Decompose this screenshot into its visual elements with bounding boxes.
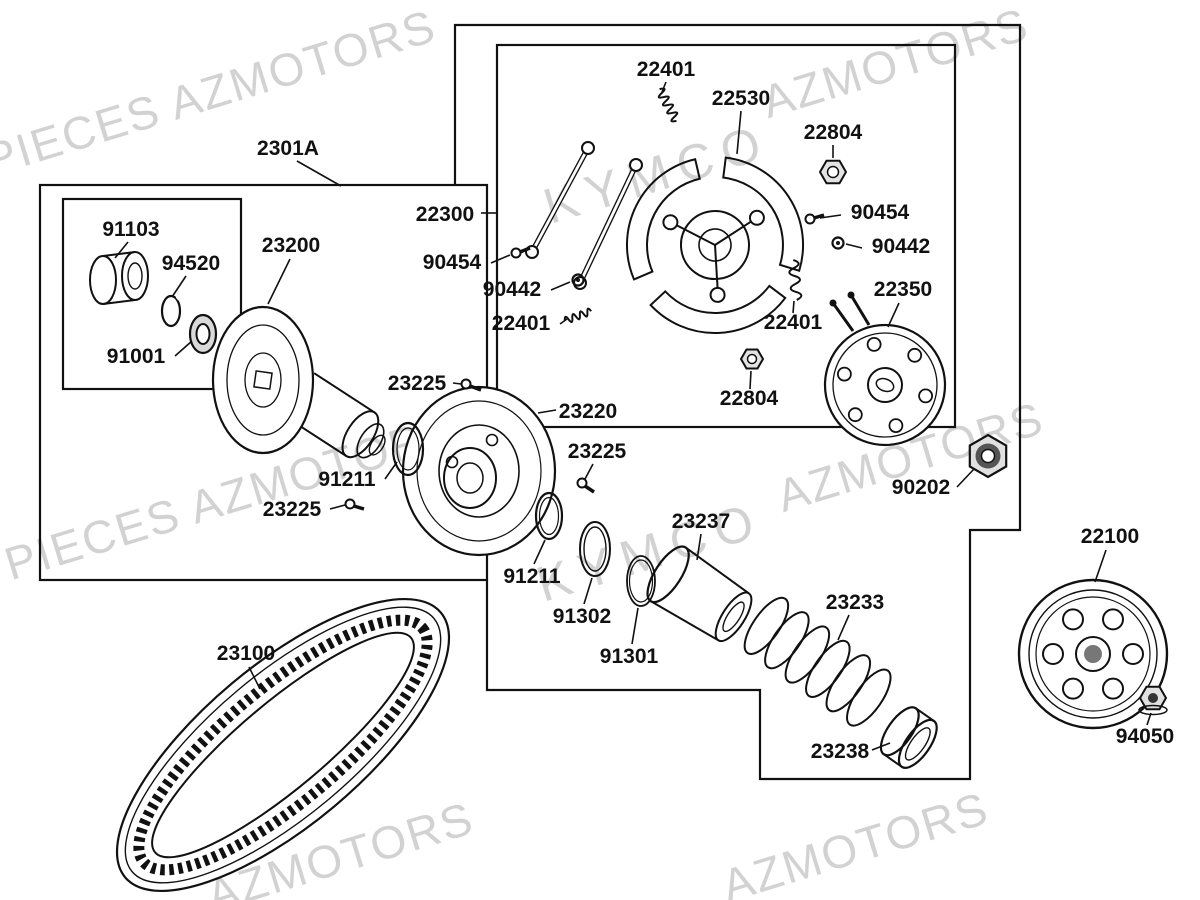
hex-nut-drawing — [818, 159, 848, 185]
part-labels: 2301A 22401 22530 22804 90454 90442 2230… — [102, 58, 1174, 763]
spring-drawing — [563, 307, 592, 324]
part-label-90454: 90454 — [423, 251, 482, 274]
watermark-text: AZMOTORS — [201, 792, 480, 900]
needle-bearing-drawing — [89, 251, 149, 305]
part-label-94520: 94520 — [162, 252, 220, 275]
part-label-91211: 91211 — [318, 468, 376, 491]
pin-bolt-drawing — [576, 477, 595, 494]
leader-lines — [114, 81, 1152, 751]
clutch-outer-drawing — [1017, 578, 1169, 730]
seal-ring-drawing — [579, 521, 611, 577]
part-label-22300: 22300 — [416, 203, 474, 226]
link-rods-drawing — [525, 141, 643, 290]
pin-bolt-drawing — [344, 498, 365, 511]
clutch-shoe-assembly-drawing — [626, 156, 804, 334]
frame-left-assembly — [38, 183, 489, 582]
flange-nut-drawing — [1138, 685, 1168, 716]
o-ring-drawing — [534, 491, 564, 541]
part-label-22100: 22100 — [1081, 525, 1139, 548]
watermark-text: AZMOTORS — [716, 782, 995, 900]
o-ring-drawing — [391, 421, 425, 477]
part-label-90454: 90454 — [851, 201, 910, 224]
snap-ring-drawing — [626, 555, 656, 607]
part-label-23237: 23237 — [672, 510, 730, 533]
movable-face-drawing — [401, 385, 557, 557]
watermark-text: PIECES AZMOTORS — [0, 0, 442, 186]
part-label-90442: 90442 — [483, 278, 541, 301]
part-label-22401: 22401 — [492, 312, 551, 335]
part-label-91301: 91301 — [600, 645, 659, 668]
part-label-90202: 90202 — [892, 476, 950, 499]
frame-bearing-group — [61, 197, 243, 391]
part-label-23233: 23233 — [826, 591, 884, 614]
ball-bearing-drawing — [188, 313, 218, 355]
coil-spring-drawing — [743, 596, 892, 727]
part-label-91302: 91302 — [553, 605, 611, 628]
part-label-22401: 22401 — [637, 58, 696, 81]
watermark-text: AZMOTORS — [756, 0, 1035, 128]
spring-seat-drawing — [879, 706, 938, 769]
driven-face-drawing — [823, 291, 947, 447]
part-label-23225: 23225 — [388, 372, 447, 395]
spring-collar-drawing — [646, 545, 753, 643]
part-label-22401: 22401 — [764, 311, 823, 334]
part-label-22804: 22804 — [720, 387, 779, 410]
part-label-23100: 23100 — [217, 642, 275, 665]
part-label-91211: 91211 — [503, 565, 561, 588]
part-label-22530: 22530 — [712, 87, 770, 110]
hex-nut-drawing — [739, 348, 765, 370]
part-label-2301a: 2301A — [257, 137, 319, 160]
spring-drawing — [788, 259, 803, 301]
drive-face-drawing — [211, 305, 386, 459]
part-label-90442: 90442 — [872, 235, 930, 258]
part-label-23238: 23238 — [811, 740, 870, 763]
frame-clutch-group — [495, 43, 957, 429]
pin-bolt-drawing — [460, 378, 482, 392]
part-label-91103: 91103 — [102, 218, 159, 241]
part-label-23220: 23220 — [559, 400, 617, 423]
spring-drawing — [657, 87, 679, 123]
part-label-91001: 91001 — [107, 345, 166, 368]
drive-belt-drawing — [115, 597, 451, 893]
part-label-23200: 23200 — [262, 234, 320, 257]
circlip-drawing — [160, 293, 184, 328]
part-label-94050: 94050 — [1116, 725, 1174, 748]
stud-bolt-drawing — [804, 213, 825, 225]
part-label-23225: 23225 — [263, 498, 322, 521]
e-clip-drawing — [571, 273, 585, 287]
e-clip-drawing — [831, 236, 845, 250]
lock-nut-drawing — [968, 433, 1008, 479]
part-label-22804: 22804 — [804, 121, 863, 144]
part-label-23225: 23225 — [568, 440, 627, 463]
frame-outer-boundary — [453, 23, 1022, 781]
diagram-frames — [38, 23, 1022, 781]
part-label-22350: 22350 — [874, 278, 932, 301]
stud-bolt-drawing — [510, 246, 531, 259]
